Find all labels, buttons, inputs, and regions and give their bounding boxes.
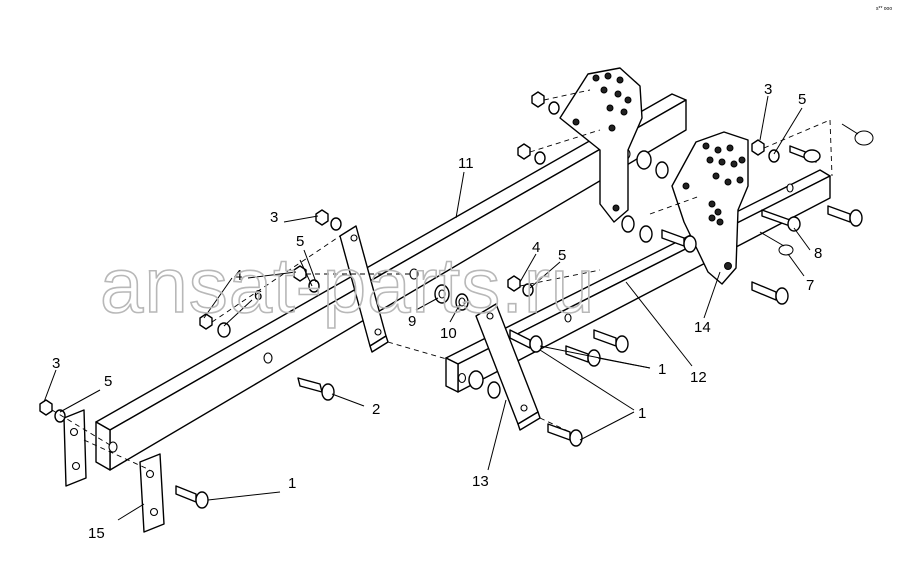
upper-bracket [559, 67, 643, 223]
callout-1-lower-left: 1 [288, 475, 296, 492]
callout-2: 2 [372, 401, 380, 418]
callout-8: 8 [814, 245, 822, 262]
callout-11: 11 [458, 155, 474, 172]
callout-5-left: 5 [104, 373, 112, 390]
long-beam-11 [95, 93, 687, 471]
callout-6: 6 [254, 287, 262, 304]
callout-5-mid: 5 [296, 233, 304, 250]
callout-15: 15 [88, 525, 105, 542]
short-plate-left [63, 409, 87, 487]
callout-3-left: 3 [52, 355, 60, 372]
callout-4-mid: 4 [532, 239, 540, 256]
assembly-lines [51, 89, 833, 471]
short-plate-15 [139, 453, 165, 533]
callout-10: 10 [440, 325, 457, 342]
callout-13: 13 [472, 473, 489, 490]
callout-1-right: 1 [658, 361, 666, 378]
right-bracket-14 [671, 131, 749, 285]
callout-1-bottom: 1 [638, 405, 646, 422]
callout-12: 12 [690, 369, 707, 386]
watermark-text: ansat-parts.ru [100, 241, 595, 329]
callout-4-left: 4 [234, 267, 242, 284]
bolts [175, 123, 874, 509]
corner-mark: s** ooo [876, 6, 892, 12]
callout-7: 7 [806, 277, 814, 294]
callout-9: 9 [408, 313, 416, 330]
callout-14: 14 [694, 319, 711, 336]
callouts: 3 5 15 1 2 4 6 3 5 11 9 10 4 5 13 1 1 12… [52, 81, 822, 542]
callout-3-mid: 3 [270, 209, 278, 226]
callout-3-right: 3 [764, 81, 772, 98]
leader-lines [43, 95, 811, 521]
callout-5-center: 5 [558, 247, 566, 264]
callout-5-right: 5 [798, 91, 806, 108]
